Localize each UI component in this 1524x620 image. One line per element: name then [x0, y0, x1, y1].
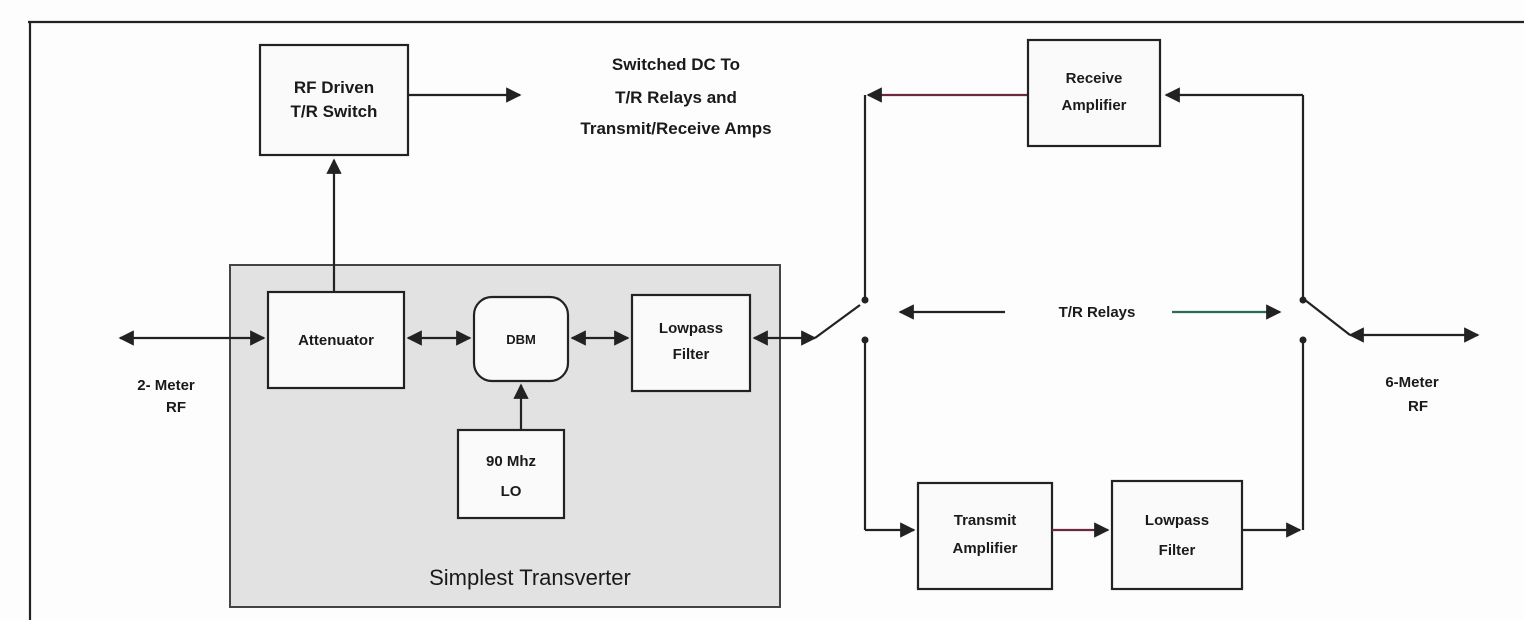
transverter-label: Simplest Transverter	[429, 565, 631, 590]
rf-6m-line1: 6-Meter	[1385, 374, 1439, 391]
right-relay-contact-top	[1299, 296, 1307, 304]
lowpass-filter-left-block	[630, 293, 752, 393]
rf-2m-line2: RF	[166, 399, 186, 416]
receive-amp-line1: Receive	[1066, 70, 1123, 87]
lo-block	[456, 428, 566, 520]
lowpass-right-line2: Filter	[1159, 542, 1196, 559]
dbm-label: DBM	[506, 332, 536, 347]
rf-switch-line2: T/R Switch	[291, 102, 378, 121]
switched-dc-line1: Switched DC To	[612, 55, 740, 74]
lo-line2: LO	[501, 483, 522, 500]
lowpass-left-line2: Filter	[673, 346, 710, 363]
transmit-amplifier-block	[916, 481, 1054, 591]
lowpass-right-line1: Lowpass	[1145, 512, 1209, 529]
right-relay-switch-arm	[1304, 299, 1351, 336]
receive-amp-line2: Amplifier	[1061, 97, 1126, 114]
rf-tr-switch-block	[258, 43, 410, 157]
tr-relays-label: T/R Relays	[1059, 304, 1136, 321]
dbm-block	[472, 295, 570, 383]
lo-line1: 90 Mhz	[486, 453, 536, 470]
attenuator-block	[266, 290, 406, 390]
transmit-amp-line1: Transmit	[954, 512, 1017, 529]
switched-dc-line3: Transmit/Receive Amps	[580, 119, 771, 138]
left-relay-switch-arm	[814, 304, 861, 339]
switched-dc-line2: T/R Relays and	[615, 88, 737, 107]
right-relay-contact-bottom	[1299, 336, 1307, 344]
rf-2m-line1: 2- Meter	[137, 377, 195, 394]
lowpass-left-line1: Lowpass	[659, 320, 723, 337]
rf-switch-line1: RF Driven	[294, 78, 374, 97]
lowpass-filter-right-block	[1110, 479, 1244, 591]
receive-amplifier-block	[1026, 38, 1162, 148]
attenuator-label: Attenuator	[298, 332, 374, 349]
rf-6m-line2: RF	[1408, 398, 1428, 415]
transmit-amp-line2: Amplifier	[952, 540, 1017, 557]
